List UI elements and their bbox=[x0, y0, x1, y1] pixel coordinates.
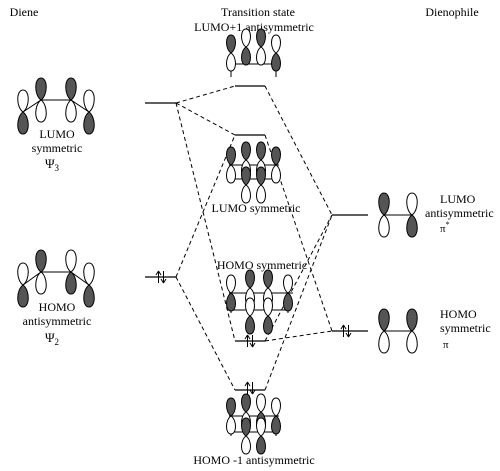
ts-lumo-label: LUMO symmetric bbox=[212, 201, 301, 215]
electron-pair-ts-homo-minus-1 bbox=[244, 381, 256, 395]
correlation-lines bbox=[175, 85, 333, 391]
dienophile-lumo-orbital bbox=[378, 192, 418, 238]
diene-homo-orbital bbox=[17, 249, 95, 308]
corr-diene-homo-to-ts-lumo bbox=[175, 134, 236, 278]
corr-diene-lumo-to-ts-lumo-plus-1 bbox=[175, 85, 236, 104]
dienophile-homo-symmetry: symmetric bbox=[440, 321, 491, 335]
dienophile-homo-label: HOMO bbox=[440, 307, 477, 321]
diene-homo-psi: Ψ2 bbox=[45, 330, 59, 347]
header-diene: Diene bbox=[10, 5, 39, 19]
corr-ts-homo-to-dienophile-homo bbox=[264, 330, 333, 342]
header-transition-state: Transition state bbox=[221, 5, 295, 19]
dienophile-lumo-pi-star: π* bbox=[440, 220, 450, 235]
dienophile-lumo-label: LUMO bbox=[440, 192, 476, 206]
energy-levels bbox=[145, 85, 368, 391]
ts-homo-orbital bbox=[226, 269, 293, 335]
corr-diene-homo-to-ts-homo-minus-1 bbox=[175, 276, 236, 391]
diene-lumo-orbital bbox=[17, 77, 95, 135]
dienophile-homo-orbital bbox=[378, 308, 418, 354]
ts-lumo-plus-1-orbital bbox=[226, 28, 281, 77]
ts-lumo-plus-1-label: LUMO+1 antisymmetric bbox=[194, 20, 314, 34]
diene-lumo-psi: Ψ3 bbox=[45, 156, 60, 173]
header-dienophile: Dienophile bbox=[425, 5, 478, 19]
diene-homo-symmetry: antisymmetric bbox=[23, 314, 92, 328]
ts-homo-minus-1-orbital bbox=[226, 393, 281, 455]
corr-diene-lumo-to-ts-homo bbox=[175, 102, 236, 342]
corr-ts-homo-minus-1-to-dienophile-lumo bbox=[264, 214, 333, 391]
diene-homo-label: HOMO bbox=[39, 300, 76, 314]
corr-ts-homo-to-dienophile-lumo bbox=[264, 214, 333, 342]
ts-lumo-orbital bbox=[226, 141, 281, 204]
ts-homo-minus-1-label: HOMO -1 antisymmetric bbox=[193, 453, 314, 467]
diene-lumo-symmetry: symmetric bbox=[32, 141, 83, 155]
dienophile-lumo-symmetry: antisymmetric bbox=[425, 206, 494, 220]
dienophile-homo-pi: π bbox=[443, 339, 449, 351]
corr-ts-lumo-plus-1-to-dienophile-lumo bbox=[264, 85, 333, 216]
diene-lumo-label: LUMO bbox=[39, 127, 75, 141]
corr-diene-lumo-to-ts-lumo bbox=[175, 102, 236, 136]
ts-homo-label: HOMO symmetric bbox=[217, 258, 307, 272]
